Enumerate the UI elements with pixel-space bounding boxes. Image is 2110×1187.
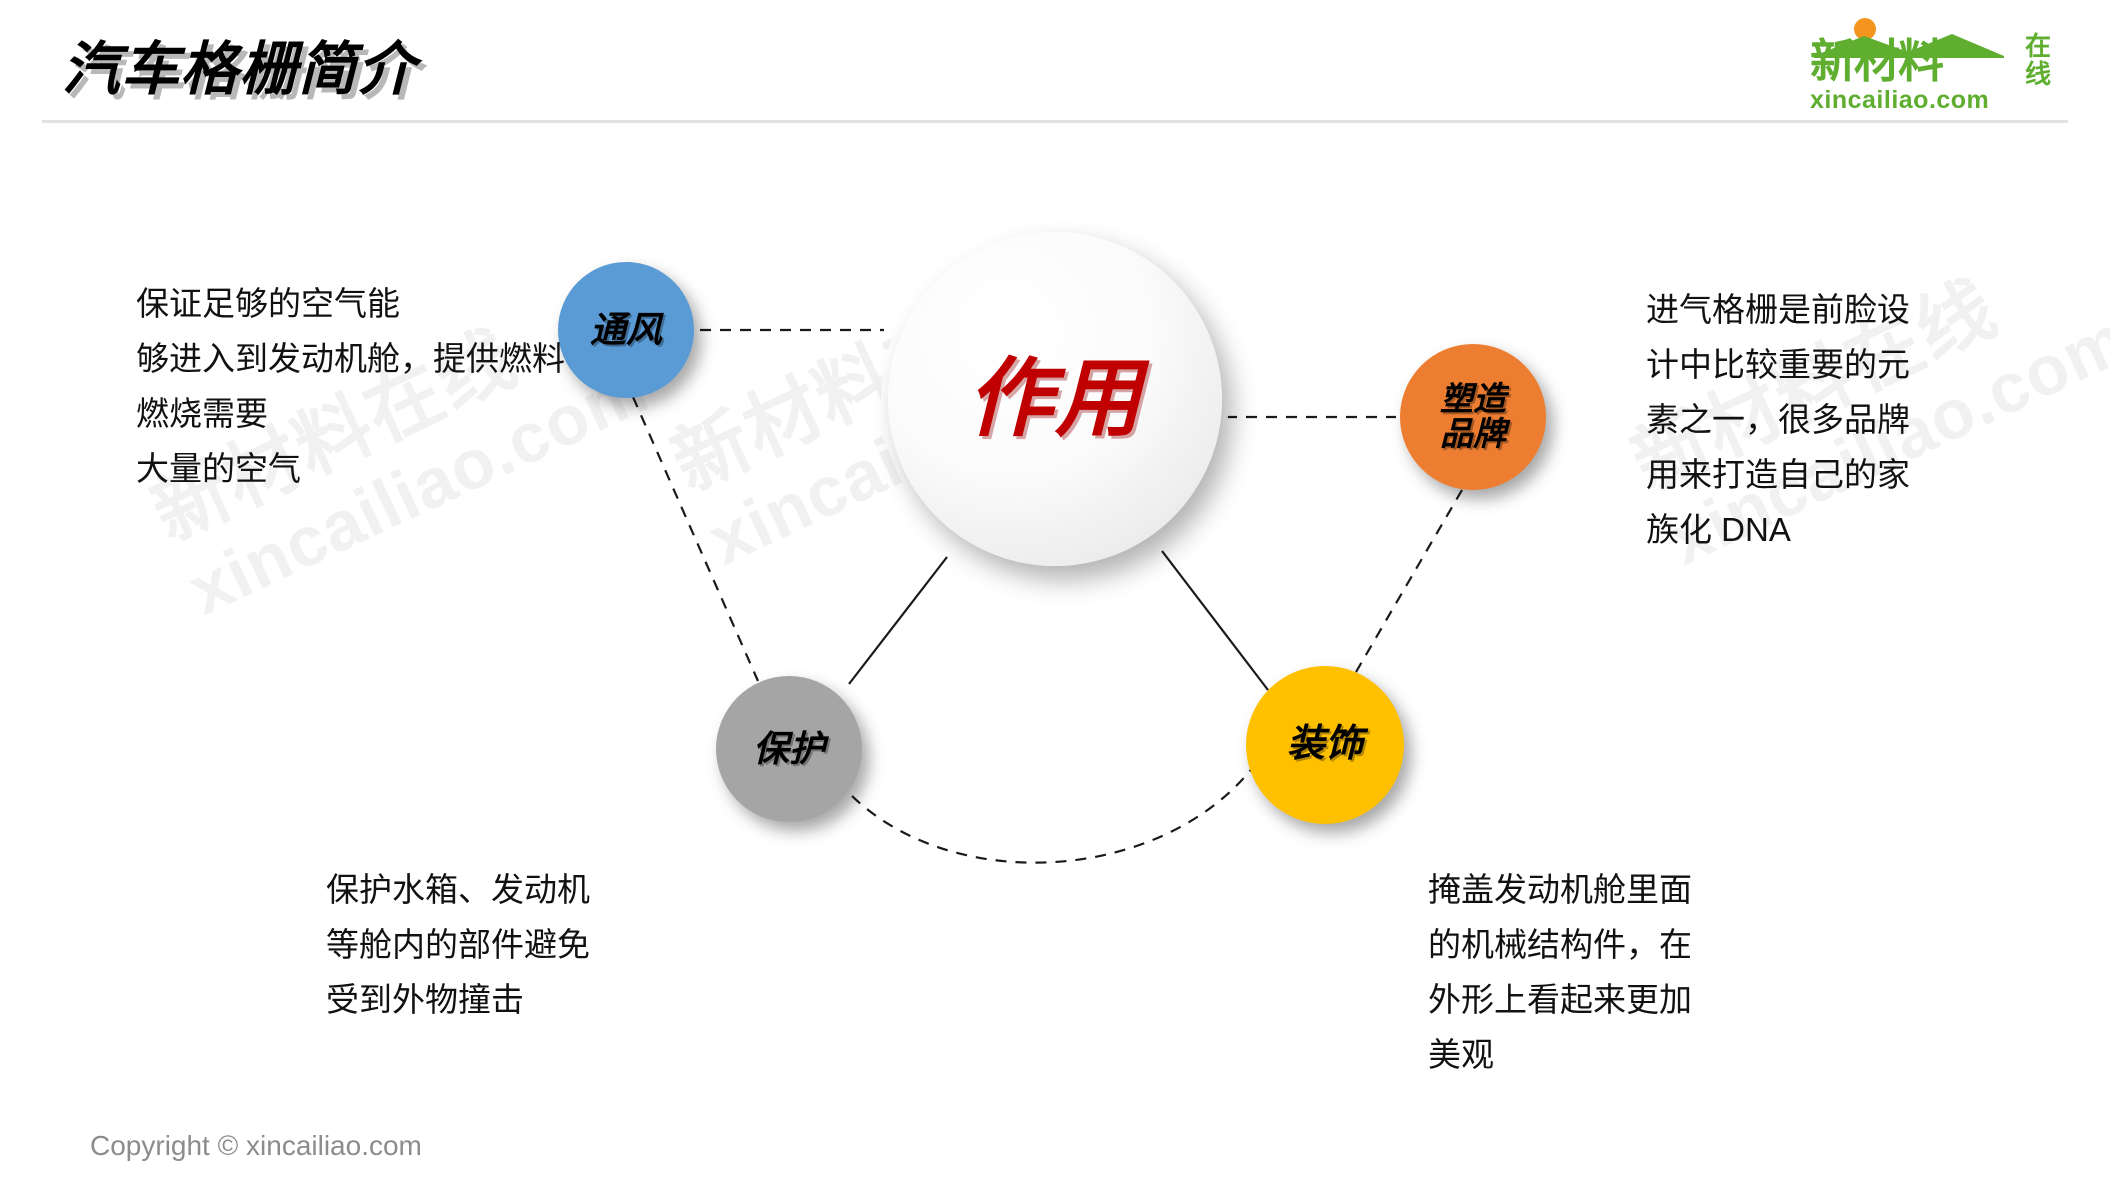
connector-protect-decorate-arc xyxy=(851,751,1265,864)
description-line: 等舱内的部件避免 xyxy=(326,926,590,963)
connector-brand-decorate xyxy=(1355,489,1463,673)
connector-ventilation-protect xyxy=(631,396,760,682)
description-line: 够进入到发动机舱，提供燃料 xyxy=(136,340,565,377)
logo-sub-text: 在 线 xyxy=(2008,32,2068,88)
description-line: 美观 xyxy=(1428,1036,1494,1073)
description-line: 计中比较重要的元 xyxy=(1646,346,1910,383)
description-line: 大量的空气 xyxy=(136,450,301,487)
description-line: 族化 DNA xyxy=(1646,511,1791,548)
description-line: 的机械结构件，在 xyxy=(1428,926,1692,963)
description-decorate: 掩盖发动机舱里面 的机械结构件，在 外形上看起来更加 美观 xyxy=(1428,862,1692,1082)
logo-sun-dot-icon xyxy=(1854,18,1876,40)
connector-protect-center xyxy=(848,556,948,685)
node-protect-label: 保护 xyxy=(752,728,825,770)
logo-main-text: 新材料 xyxy=(1810,35,1944,87)
description-line: 保护水箱、发动机 xyxy=(326,871,590,908)
footer-copyright: Copyright © xincailiao.com xyxy=(90,1130,422,1161)
node-ventilation[interactable]: 通风 xyxy=(558,262,694,398)
description-line: 燃烧需要 xyxy=(136,395,268,432)
brand-logo: 新材料 在 线 xincailiao.com xyxy=(1806,16,2074,114)
node-ventilation-label: 通风 xyxy=(589,309,662,351)
description-line: 进气格栅是前脸设 xyxy=(1646,291,1910,328)
connector-decorate-center xyxy=(1161,550,1269,691)
node-brand-label: 塑造 品牌 xyxy=(1440,382,1506,451)
slide-header: 汽车格栅简介 新材料 在 线 xincailiao.com xyxy=(0,0,2110,123)
node-decorate[interactable]: 装饰 xyxy=(1246,666,1404,824)
page-title: 汽车格栅简介 xyxy=(62,37,417,102)
description-line: 掩盖发动机舱里面 xyxy=(1428,871,1692,908)
description-line: 外形上看起来更加 xyxy=(1428,981,1692,1018)
description-brand: 进气格栅是前脸设 计中比较重要的元 素之一，很多品牌 用来打造自己的家 族化 D… xyxy=(1646,282,1910,557)
description-ventilation: 保证足够的空气能 够进入到发动机舱，提供燃料 燃烧需要 大量的空气 xyxy=(136,276,565,496)
logo-sub-bottom: 线 xyxy=(2024,59,2051,89)
description-line: 保证足够的空气能 xyxy=(136,285,400,322)
node-brand-label-line2: 品牌 xyxy=(1440,415,1506,452)
node-brand[interactable]: 塑造 品牌 xyxy=(1400,344,1546,490)
description-line: 受到外物撞击 xyxy=(326,981,524,1018)
node-center-label: 作用 xyxy=(967,350,1143,447)
header-divider xyxy=(42,120,2068,123)
node-decorate-label: 装饰 xyxy=(1286,723,1363,766)
node-protect[interactable]: 保护 xyxy=(716,676,862,822)
description-protect: 保护水箱、发动机 等舱内的部件避免 受到外物撞击 xyxy=(326,862,590,1027)
node-center-purpose[interactable]: 作用 xyxy=(888,232,1222,566)
description-line: 素之一，很多品牌 xyxy=(1646,401,1910,438)
node-brand-label-line1: 塑造 xyxy=(1440,380,1506,418)
logo-url-text: xincailiao.com xyxy=(1810,86,1990,114)
logo-sub-top: 在 xyxy=(2024,31,2051,61)
description-line: 用来打造自己的家 xyxy=(1646,456,1910,493)
logo-roof-icon xyxy=(1814,34,2004,58)
